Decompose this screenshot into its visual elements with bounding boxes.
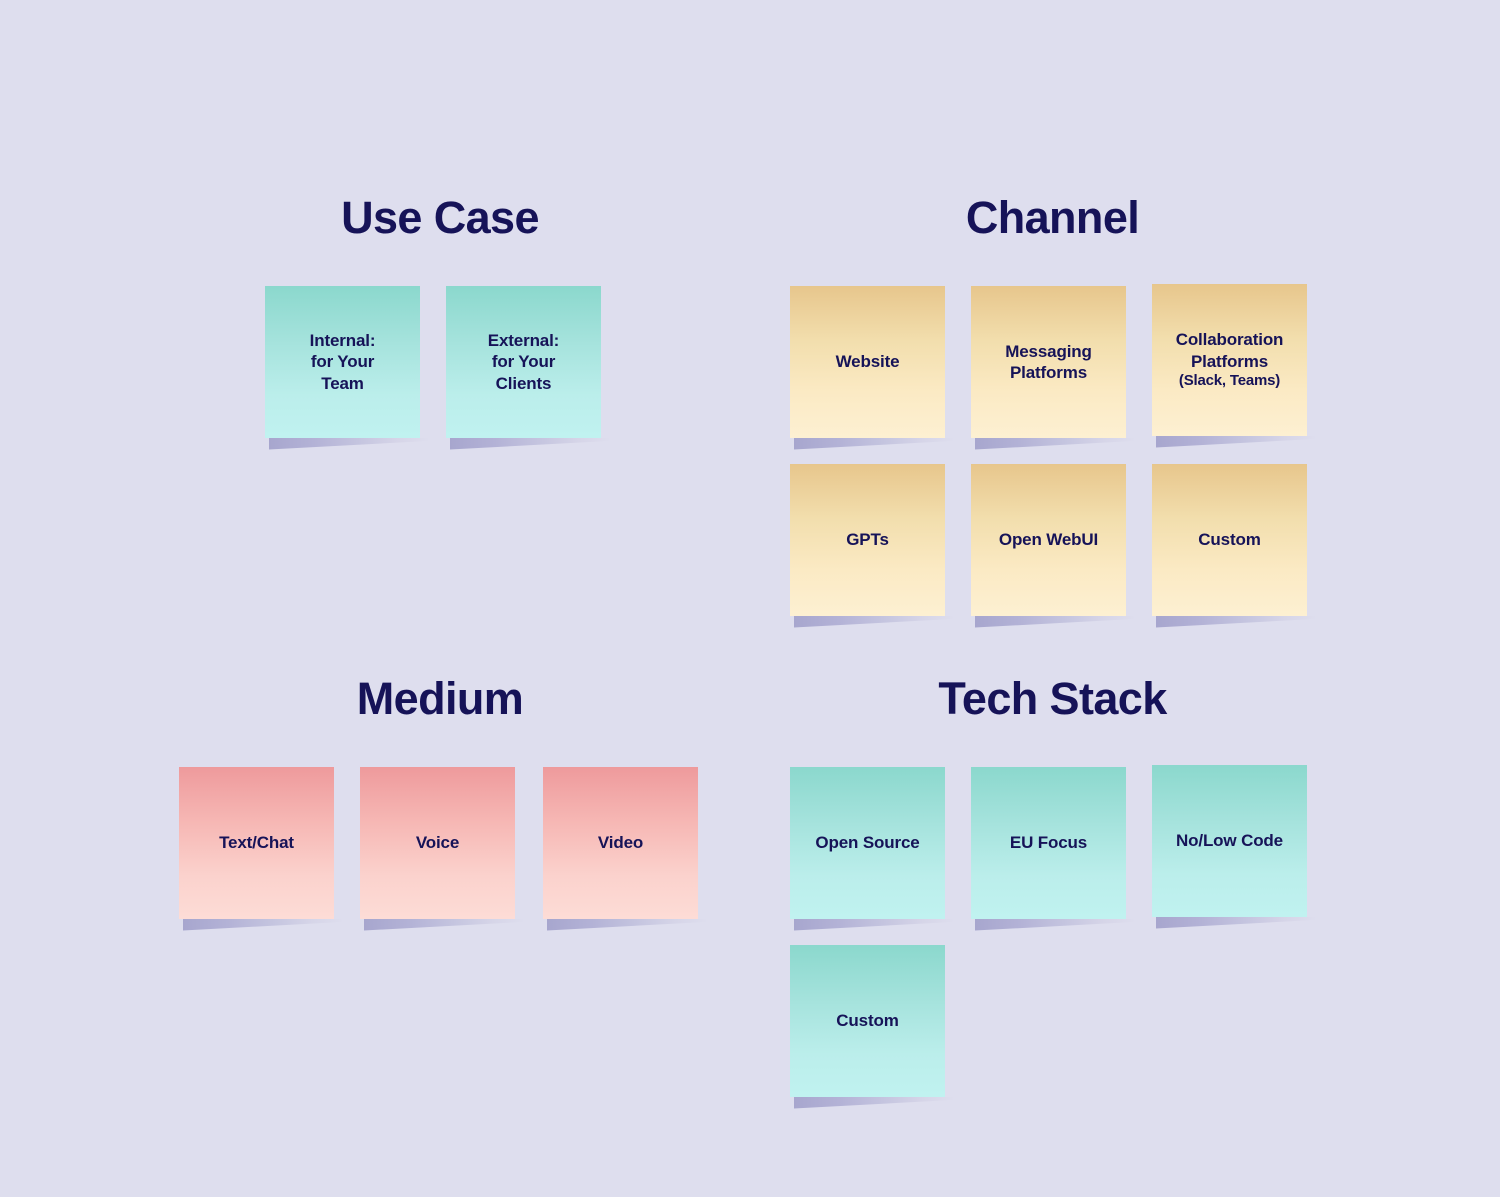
sticky-note-label: Custom [1198, 530, 1261, 550]
sticky-note[interactable]: Custom [790, 945, 945, 1097]
section-title-use-case: Use Case [341, 192, 539, 243]
sticky-note-label: Voice [415, 833, 460, 853]
sticky-note[interactable]: No/Low Code [1152, 765, 1307, 917]
sticky-note[interactable]: Text/Chat [179, 767, 334, 919]
sticky-note-label: Video [597, 833, 644, 853]
section-medium: Medium Text/Chat Voice Video [170, 676, 710, 919]
sticky-note-label: Text/Chat [219, 833, 294, 853]
sticky-note-label: Open WebUI [998, 530, 1099, 550]
sticky-note-label: Website [835, 352, 900, 372]
sticky-note[interactable]: Voice [360, 767, 515, 919]
sticky-note[interactable]: Custom [1152, 464, 1307, 616]
sticky-note[interactable]: Open WebUI [971, 464, 1126, 616]
sticky-note-label: Open Source [815, 833, 920, 853]
section-title-tech-stack: Tech Stack [938, 673, 1167, 724]
section-title-medium: Medium [356, 673, 524, 724]
sticky-note-label: No/Low Code [1176, 831, 1283, 851]
section-tech-stack: Tech Stack Open Source EU Focus No/Low Cod… [780, 676, 1325, 1097]
sticky-note-sublabel: (Slack, Teams) [1178, 371, 1281, 389]
sticky-note-label: GPTs [846, 530, 889, 550]
notes-grid-medium: Text/Chat Voice Video [170, 767, 710, 919]
sticky-note[interactable]: GPTs [790, 464, 945, 616]
section-title-channel: Channel [965, 192, 1140, 243]
sticky-note-label: Custom [836, 1011, 899, 1031]
sticky-note[interactable]: EU Focus [971, 767, 1126, 919]
sticky-note-label: EU Focus [1009, 833, 1088, 853]
sticky-note[interactable]: Video [543, 767, 698, 919]
sticky-note[interactable]: Open Source [790, 767, 945, 919]
sticky-note[interactable]: Website [790, 286, 945, 438]
